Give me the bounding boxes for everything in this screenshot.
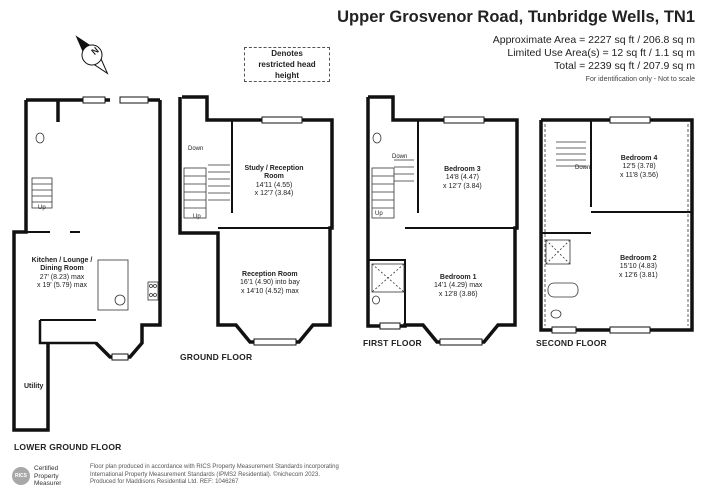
second-floor-walls: [539, 118, 694, 332]
room-bedroom-1: Bedroom 1 14'1 (4.29) max x 12'8 (3.86): [434, 274, 482, 299]
room-study-dim1: 14'11 (4.55): [255, 181, 293, 189]
room-bedroom-4: Bedroom 4 12'5 (3.78) x 11'8 (3.56): [620, 155, 658, 180]
room-utility: Utility: [24, 383, 43, 391]
room-bedroom-4-dim2: x 11'8 (3.56): [620, 171, 659, 179]
property-title: Upper Grosvenor Road, Tunbridge Wells, T…: [337, 8, 695, 26]
room-study-dim2: x 12'7 (3.84): [254, 190, 294, 198]
approximate-area: Approximate Area = 2227 sq ft / 206.8 sq…: [492, 34, 695, 46]
stair-down-second: Down: [575, 165, 591, 171]
room-bedroom-4-dim1: 12'5 (3.78): [622, 163, 656, 171]
room-reception-dim2: x 14'10 (4.52) max: [240, 287, 299, 295]
restricted-height-text: Denotes restricted head height: [258, 49, 316, 80]
badge-line-2: Property: [34, 472, 59, 480]
room-kitchen-dim1: 27' (8.23) max: [39, 273, 85, 281]
room-bedroom-3-name: Bedroom 3: [444, 166, 481, 173]
room-kitchen: Kitchen / Lounge / Dining Room 27' (8.23…: [28, 257, 96, 291]
room-reception-name: Reception Room: [242, 271, 298, 278]
compass-north-icon: [75, 35, 109, 75]
stair-down-first: Down: [392, 154, 408, 160]
room-reception: Reception Room 16'1 (4.90) into bay x 14…: [240, 271, 300, 296]
stair-up-ground: Up: [193, 214, 201, 220]
room-bedroom-3-dim1: 14'8 (4.47): [445, 174, 479, 182]
lower-ground-walls: [12, 98, 162, 432]
stair-up-lower: Up: [38, 205, 46, 211]
floor-title-first: FIRST FLOOR: [363, 338, 422, 348]
footnote: Floor plan produced in accordance with R…: [90, 464, 339, 487]
identification-note: For identification only - Not to scale: [585, 76, 695, 83]
room-kitchen-name: Kitchen / Lounge / Dining Room: [31, 257, 93, 273]
room-bedroom-2: Bedroom 2 15'10 (4.83) x 12'6 (3.81): [619, 255, 658, 280]
badge-line-1: Certified: [34, 465, 59, 472]
room-utility-name: Utility: [24, 383, 44, 390]
rics-badge-text: Certified Property Measurer: [34, 465, 61, 488]
room-reception-dim1: 16'1 (4.90) into bay: [240, 279, 300, 287]
room-bedroom-2-dim1: 15'10 (4.83): [619, 263, 657, 271]
room-bedroom-3-dim2: x 12'7 (3.84): [443, 182, 482, 190]
floor-title-lower-ground: LOWER GROUND FLOOR: [14, 442, 122, 452]
stair-up-first: Up: [375, 211, 383, 217]
footnote-line-3: Produced for Maddisons Residential Ltd. …: [90, 479, 239, 486]
room-bedroom-1-name: Bedroom 1: [439, 274, 477, 281]
total-area: Total = 2239 sq ft / 207.9 sq m: [554, 60, 695, 72]
room-bedroom-2-name: Bedroom 2: [620, 255, 657, 262]
footnote-line-2: International Property Measurement Stand…: [90, 471, 320, 478]
room-bedroom-2-dim2: x 12'6 (3.81): [619, 271, 658, 279]
rics-logo-icon: RICS: [12, 467, 30, 486]
room-study: Study / Reception Room 14'11 (4.55) x 12…: [244, 165, 304, 199]
rics-badge: RICS Certified Property Measurer: [12, 465, 61, 488]
limited-use-area: Limited Use Area(s) = 12 sq ft / 1.1 sq …: [507, 47, 695, 59]
room-bedroom-1-dim2: x 12'8 (3.86): [438, 290, 478, 298]
footnote-line-1: Floor plan produced in accordance with R…: [90, 464, 339, 470]
room-bedroom-1-dim1: 14'1 (4.29) max: [434, 282, 483, 290]
floor-title-ground: GROUND FLOOR: [180, 352, 253, 362]
first-floor-walls: [366, 95, 519, 344]
stair-down-ground: Down: [188, 146, 204, 152]
ground-walls: [178, 95, 334, 344]
restricted-height-legend: Denotes restricted head height: [244, 47, 330, 82]
floor-title-second: SECOND FLOOR: [536, 338, 607, 348]
room-bedroom-3: Bedroom 3 14'8 (4.47) x 12'7 (3.84): [443, 166, 482, 191]
badge-line-3: Measurer: [34, 480, 62, 487]
room-kitchen-dim2: x 19' (5.79) max: [37, 282, 87, 290]
room-bedroom-4-name: Bedroom 4: [620, 155, 658, 162]
room-study-name: Study / Reception Room: [244, 165, 304, 181]
